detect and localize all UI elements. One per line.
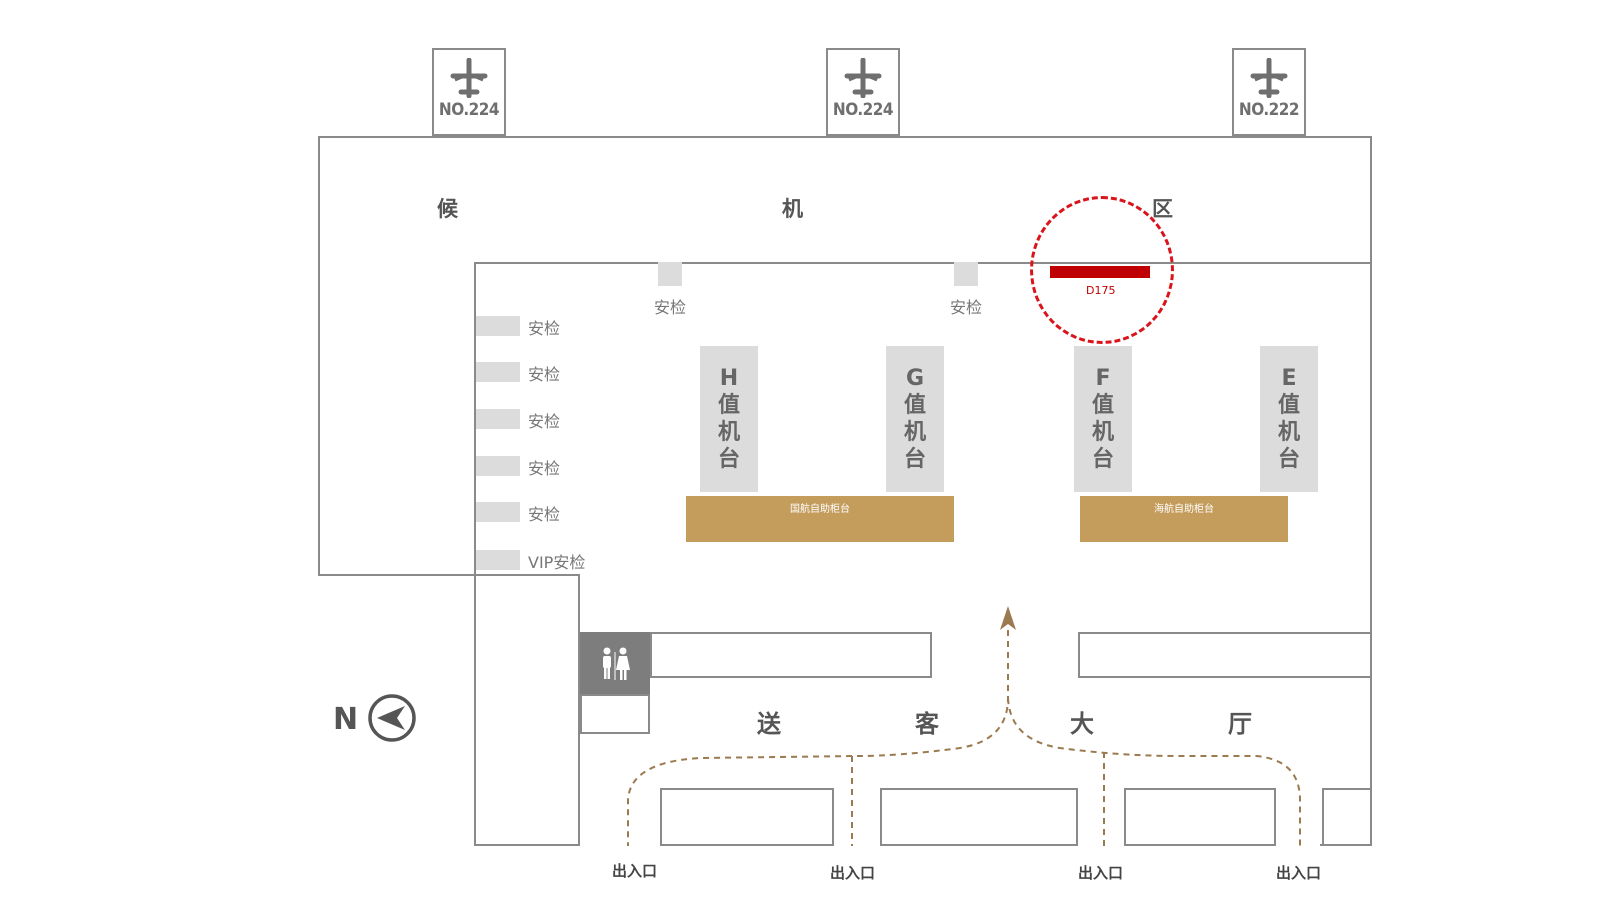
counter-f-text-1: 值 <box>1091 393 1114 418</box>
counter-e-text-2: 机 <box>1277 420 1300 445</box>
gate-3: NO.222 <box>1232 48 1306 136</box>
counter-f-text-3: 台 <box>1091 447 1114 472</box>
ad-spot-highlight-circle <box>1030 196 1174 344</box>
gate-1-label: NO.224 <box>438 100 500 120</box>
exit-label-4: 出入口 <box>1276 864 1322 882</box>
wall-left-bottom <box>318 574 580 576</box>
wall-top <box>318 136 1370 138</box>
counter-f-letter: F <box>1095 366 1111 391</box>
gate-2-label: NO.224 <box>832 100 894 120</box>
security-left-5-block <box>476 502 520 522</box>
counter-g-letter: G <box>905 366 925 391</box>
security-vip-label: VIP安检 <box>528 553 586 572</box>
restroom-annex <box>580 694 650 734</box>
barrier-right <box>1078 632 1372 678</box>
security-vip-block <box>476 550 520 570</box>
gate-2: NO.224 <box>826 48 900 136</box>
wall-bottom <box>474 844 580 846</box>
counter-h-letter: H <box>719 366 739 391</box>
security-left-3-label: 安检 <box>528 412 561 431</box>
security-left-2-block <box>476 362 520 382</box>
checkin-counter-g: G 值 机 台 <box>886 346 944 492</box>
wall-right <box>1370 136 1372 846</box>
waiting-zone-char-1: 候 <box>437 197 458 221</box>
hall-char-1: 送 <box>757 710 781 738</box>
airplane-icon <box>1250 58 1288 98</box>
gate-3-label: NO.222 <box>1238 100 1300 120</box>
hall-char-3: 大 <box>1070 710 1094 738</box>
security-left-1-label: 安检 <box>528 319 561 338</box>
hall-char-2: 客 <box>915 710 939 738</box>
exit-block-4 <box>1322 788 1372 846</box>
corridor-wall <box>578 574 580 846</box>
counter-e-text-1: 值 <box>1277 393 1300 418</box>
wall-left-upper <box>318 136 320 576</box>
counter-h-text-3: 台 <box>717 447 740 472</box>
waiting-zone-char-2: 机 <box>782 197 803 221</box>
compass-arrow-icon <box>368 694 416 742</box>
counter-g-text-3: 台 <box>903 447 926 472</box>
counter-f-text-2: 机 <box>1091 420 1114 445</box>
airplane-icon <box>844 58 882 98</box>
security-left-2-label: 安检 <box>528 365 561 384</box>
exit-label-2: 出入口 <box>830 864 876 882</box>
security-top-1-label: 安检 <box>654 298 687 317</box>
counter-g-text-1: 值 <box>903 393 926 418</box>
security-left-4-label: 安检 <box>528 459 561 478</box>
checkin-counter-f: F 值 机 台 <box>1074 346 1132 492</box>
waiting-zone-char-3: 区 <box>1152 197 1173 221</box>
barrier-left <box>650 632 932 678</box>
ad-spot-d175-block <box>1050 266 1150 278</box>
counter-e-text-3: 台 <box>1277 447 1300 472</box>
restroom <box>580 632 650 696</box>
inner-wall-left <box>474 262 476 846</box>
compass-label: N <box>333 702 359 737</box>
exit-block-2 <box>880 788 1078 846</box>
ad-spot-d175-label: D175 <box>1086 284 1116 297</box>
security-left-4-block <box>476 456 520 476</box>
security-top-1-block <box>658 262 682 286</box>
exit-label-3: 出入口 <box>1078 864 1124 882</box>
security-left-1-block <box>476 316 520 336</box>
hall-char-4: 厅 <box>1228 710 1252 738</box>
direction-arrow <box>1000 606 1016 630</box>
counter-h-text-1: 值 <box>717 393 740 418</box>
exit-block-1 <box>660 788 834 846</box>
exit-label-1: 出入口 <box>612 862 658 880</box>
counter-g-text-2: 机 <box>903 420 926 445</box>
kiosk-hainan-airlines: 海航自助柜台 <box>1080 496 1288 542</box>
airplane-icon <box>450 58 488 98</box>
security-top-2-label: 安检 <box>950 298 983 317</box>
inner-wall-top <box>474 262 1372 264</box>
restroom-icon <box>603 647 630 680</box>
security-left-5-label: 安检 <box>528 505 561 524</box>
security-top-2-block <box>954 262 978 286</box>
checkin-counter-e: E 值 机 台 <box>1260 346 1318 492</box>
checkin-counter-h: H 值 机 台 <box>700 346 758 492</box>
gate-1: NO.224 <box>432 48 506 136</box>
kiosk-air-china: 国航自助柜台 <box>686 496 954 542</box>
security-left-3-block <box>476 409 520 429</box>
exit-block-3 <box>1124 788 1276 846</box>
counter-h-text-2: 机 <box>717 420 740 445</box>
counter-e-letter: E <box>1281 366 1297 391</box>
